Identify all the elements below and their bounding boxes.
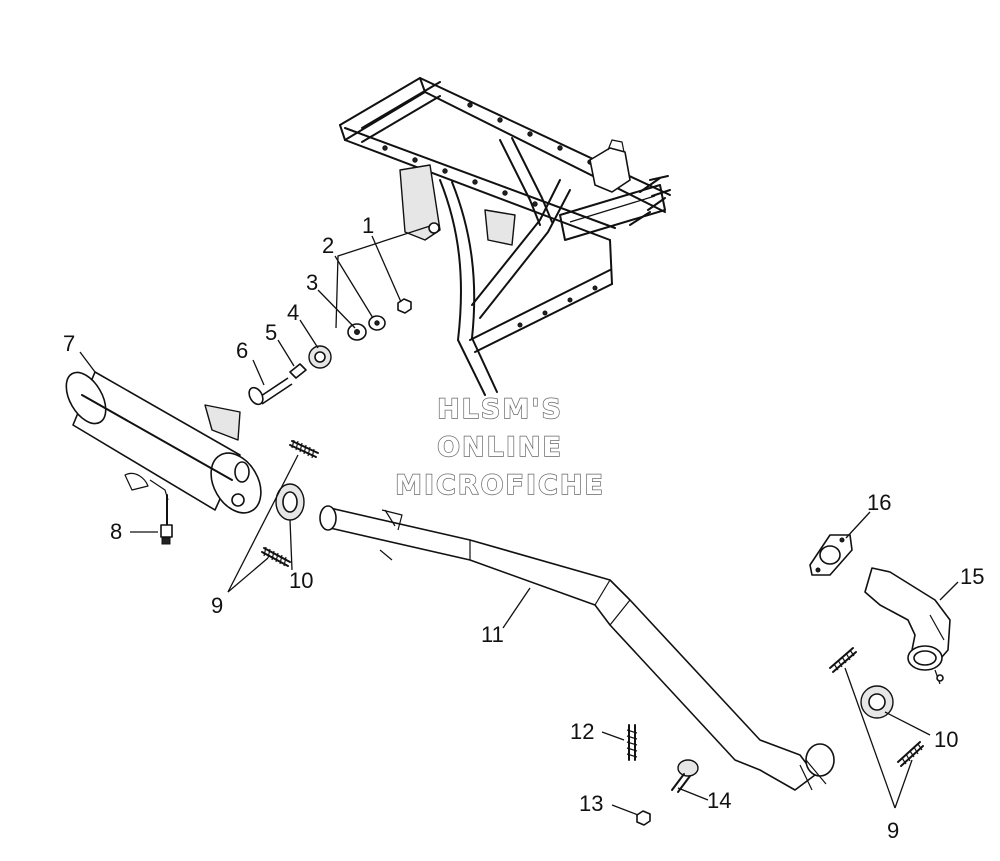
gasket-part-10-left <box>275 483 305 521</box>
callout-9-left: 9 <box>211 593 223 618</box>
spring-part-12 <box>626 724 638 761</box>
callout-14: 14 <box>707 788 731 813</box>
callout-11: 11 <box>481 622 504 647</box>
watermark-line-3: MICROFICHE <box>395 470 605 501</box>
vehicle-frame <box>339 77 671 396</box>
callout-9-right: 9 <box>887 818 899 843</box>
mount-hardware <box>248 298 412 406</box>
bolt-part-6 <box>257 377 293 405</box>
callout-6: 6 <box>236 338 248 363</box>
watermark: HLSM'S ONLINE MICROFICHE <box>394 393 605 501</box>
spring-part-9-lower-left <box>261 546 291 567</box>
watermark-line-2: ONLINE <box>437 432 563 463</box>
gasket-part-16 <box>809 534 853 576</box>
callout-15: 15 <box>960 564 984 589</box>
callout-4: 4 <box>287 300 299 325</box>
callout-10-left: 10 <box>289 568 313 593</box>
gasket-part-10-right <box>860 685 894 719</box>
callout-2: 2 <box>322 233 334 258</box>
spring-part-9-upper-right <box>829 647 857 673</box>
callout-3: 3 <box>306 270 318 295</box>
callout-12: 12 <box>570 719 594 744</box>
header-pipe-part-15 <box>864 567 951 685</box>
nut-part-1 <box>397 298 412 314</box>
bolt-part-8 <box>160 494 173 545</box>
callout-10-right: 10 <box>934 727 958 752</box>
bolt-part-14 <box>671 759 699 793</box>
exhaust-pipe-part-11 <box>319 505 835 791</box>
callout-5: 5 <box>265 320 277 345</box>
callout-1: 1 <box>362 213 374 238</box>
callout-13: 13 <box>579 791 603 816</box>
muffler-part-7 <box>65 371 262 514</box>
leader-lines <box>79 225 959 816</box>
watermark-line-1: HLSM'S <box>437 394 563 425</box>
spring-part-9-lower-right <box>897 741 924 767</box>
spring-part-9-upper-left <box>289 439 319 459</box>
sleeve-part-5 <box>289 363 307 379</box>
callout-16: 16 <box>867 490 891 515</box>
nut-part-13 <box>636 810 651 826</box>
callout-7: 7 <box>63 331 75 356</box>
callout-8: 8 <box>110 519 122 544</box>
callout-labels: 1 2 3 4 5 6 7 8 9 10 11 12 13 14 15 16 1… <box>63 213 984 843</box>
